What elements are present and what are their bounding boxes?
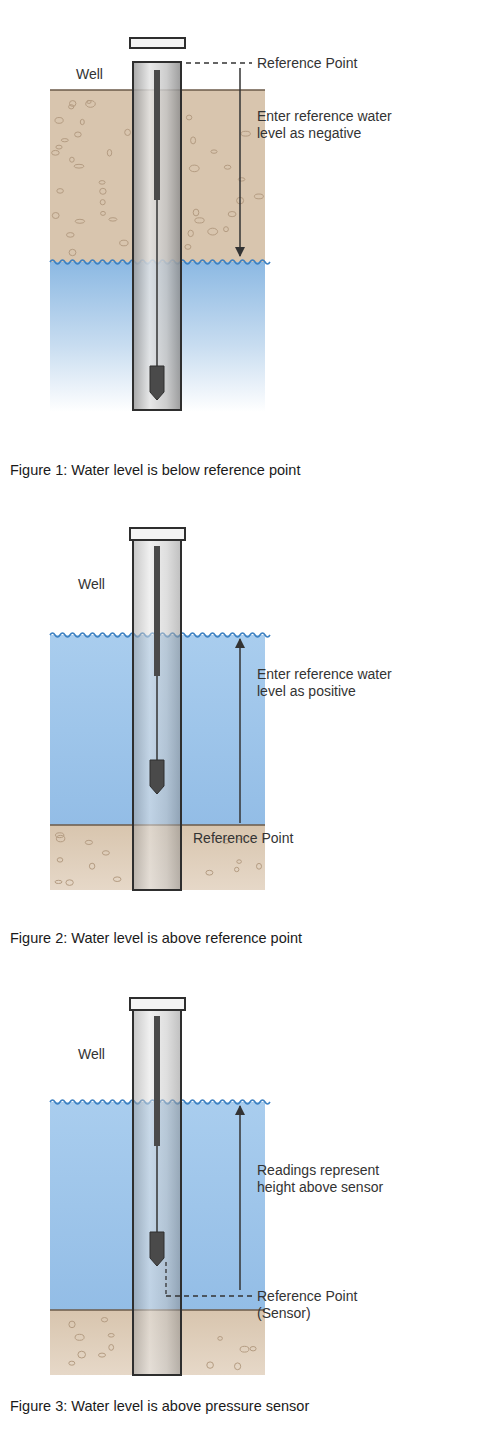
level-arrow (239, 68, 241, 256)
note-text: Readings represent height above sensor (257, 1162, 412, 1196)
pebble (185, 245, 191, 250)
pebble (57, 189, 64, 194)
level-arrow (239, 639, 241, 823)
well-label: Well (78, 576, 105, 593)
cable-sleeve (154, 70, 160, 200)
reference-line (166, 1295, 252, 1296)
note-text: Enter reference water level as negative (257, 108, 417, 142)
reference-line (186, 62, 252, 63)
pebble (193, 209, 199, 216)
pebble (191, 137, 196, 144)
pebble (69, 1321, 75, 1328)
pebble (218, 1337, 223, 1341)
pebble (254, 194, 263, 199)
figure-caption: Figure 3: Water level is above pressure … (10, 1398, 309, 1415)
cable (156, 1146, 158, 1232)
pebble (101, 211, 106, 215)
pebble (67, 233, 75, 238)
pebble (240, 1346, 249, 1352)
pebble (69, 105, 74, 109)
pebble (66, 880, 73, 886)
pebble (120, 240, 128, 246)
pebble (80, 119, 84, 124)
reference-label: Reference Point (Sensor) (257, 1288, 372, 1322)
pebble (75, 1334, 84, 1340)
pebble (237, 860, 242, 864)
cable (156, 676, 158, 760)
level-arrow (239, 1106, 241, 1290)
pebble (101, 1318, 107, 1322)
well-cap (130, 998, 185, 1010)
pebble (125, 129, 131, 135)
well-cap (130, 38, 185, 48)
pebble (89, 863, 94, 869)
pebble (75, 219, 84, 223)
pebble (211, 150, 217, 153)
pebble (69, 1361, 75, 1365)
pebble (69, 249, 76, 255)
pebble (100, 200, 105, 205)
pebble (188, 230, 193, 236)
well-pipe (133, 62, 181, 410)
well-pipe (133, 1010, 181, 1375)
pebble (109, 1345, 114, 1351)
pebble (85, 840, 92, 844)
pebble (55, 118, 63, 124)
pebble (257, 863, 262, 869)
pebble (55, 880, 62, 883)
reference-label: Reference Point (193, 830, 293, 847)
well-pipe (133, 540, 181, 890)
pebble (99, 1353, 106, 1357)
reference-label: Reference Point (257, 55, 357, 72)
pebble (56, 835, 64, 841)
pebble (206, 870, 213, 875)
well-label: Well (76, 66, 103, 83)
pebble (100, 188, 106, 194)
pebble (109, 218, 117, 221)
pebble (86, 101, 96, 108)
pressure-sensor (150, 760, 164, 794)
cable (156, 200, 158, 366)
pebble (108, 1334, 114, 1338)
well-label: Well (78, 1046, 105, 1063)
pebble (235, 1363, 241, 1370)
pebble (102, 851, 109, 855)
pebble (235, 867, 239, 871)
pebble (56, 145, 62, 149)
pebble (52, 213, 59, 219)
pebble (75, 132, 82, 137)
pebble (208, 228, 218, 235)
pebble (78, 1351, 86, 1358)
pebble (61, 139, 68, 142)
figure-caption: Figure 2: Water level is above reference… (10, 930, 302, 947)
pebble (74, 164, 84, 168)
pebble (107, 150, 111, 157)
pressure-sensor (150, 366, 164, 400)
pressure-sensor (150, 1232, 164, 1266)
pebble (52, 150, 60, 155)
figure-caption: Figure 1: Water level is below reference… (10, 462, 300, 479)
well-cap (130, 528, 185, 540)
pebble (57, 858, 63, 862)
pebble (241, 131, 250, 136)
pebble (70, 157, 75, 162)
pebble (207, 1362, 214, 1368)
cable-sleeve (154, 1016, 160, 1146)
pebble (189, 165, 199, 172)
note-text: Enter reference water level as positive (257, 666, 417, 700)
pebble (113, 877, 121, 882)
cable-sleeve (154, 546, 160, 676)
reference-line (165, 1262, 166, 1296)
pebble (99, 181, 105, 185)
pebble (87, 100, 91, 103)
pebble (186, 115, 191, 120)
pebble (224, 165, 231, 169)
pebble (250, 1347, 256, 1351)
pebble (228, 212, 236, 217)
pebble (195, 218, 204, 223)
pebble (224, 227, 229, 232)
